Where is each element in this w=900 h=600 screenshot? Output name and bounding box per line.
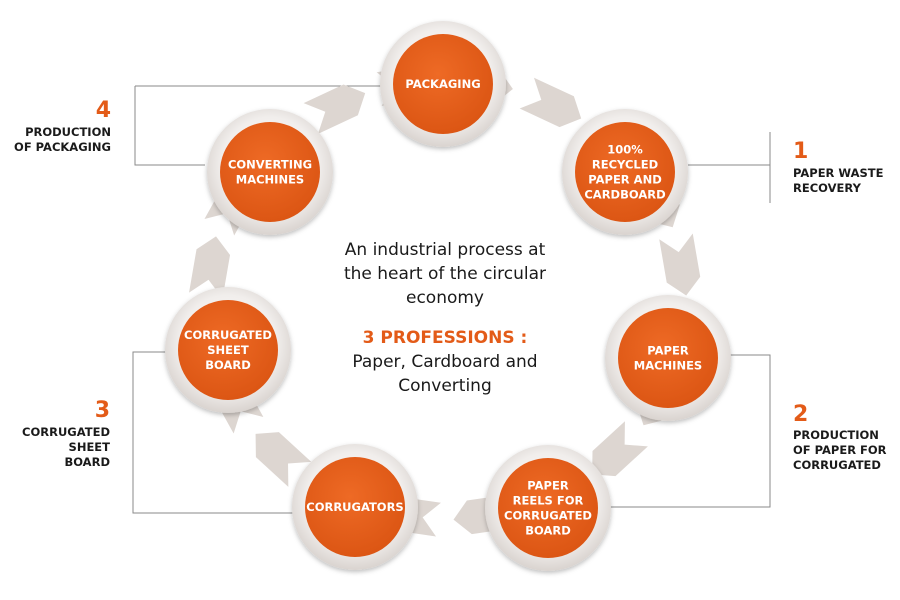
node-label-line: MACHINES	[236, 173, 304, 187]
bracket-2	[608, 354, 771, 508]
node-label-line: CORRUGATED	[504, 509, 592, 523]
center-text-block: An industrial process at the heart of th…	[344, 240, 546, 396]
step-label-line: CORRUGATED	[793, 458, 881, 472]
process-node: CORRUGATORS	[292, 444, 418, 570]
ring-arrow	[255, 432, 312, 487]
professions-line-1: Paper, Cardboard and	[352, 352, 537, 372]
node-circle	[618, 308, 718, 408]
step-label-line: OF PAPER FOR	[793, 443, 887, 457]
node-label-line: SHEET	[207, 343, 249, 357]
step-label-line: RECOVERY	[793, 181, 862, 195]
professions-line-2: Converting	[398, 376, 492, 396]
node-label-line: CORRUGATED	[184, 328, 272, 342]
ring-arrow	[303, 84, 366, 134]
node-label-line: 100%	[607, 143, 643, 157]
step-number: 4	[96, 98, 111, 123]
center-line-3: economy	[406, 288, 484, 308]
bracket-4-lower	[134, 86, 205, 166]
node-label-line: PAPER	[647, 344, 689, 358]
step-label-line: PRODUCTION	[793, 428, 879, 442]
node-label-line: PAPER	[527, 479, 569, 493]
ring-arrow	[519, 77, 582, 128]
node-circle	[178, 300, 278, 400]
bracket-3	[132, 351, 293, 514]
node-label-line: MACHINES	[634, 359, 702, 373]
step-label-line: BOARD	[64, 455, 110, 469]
center-line-2: the heart of the circular	[344, 264, 546, 284]
ring-arrow	[659, 233, 701, 296]
step-number: 2	[793, 402, 808, 427]
node-label-line: PAPER AND	[588, 173, 662, 187]
node-circle	[305, 457, 405, 557]
node-circle	[393, 34, 493, 134]
node-circle	[498, 458, 598, 558]
node-label-line: CARDBOARD	[584, 188, 665, 202]
node-label-line: BOARD	[525, 524, 571, 538]
node-label-line: CONVERTING	[228, 158, 312, 172]
step-label-line: PAPER WASTE	[793, 166, 884, 180]
step-label-line: SHEET	[69, 440, 111, 454]
node-label-line: REELS FOR	[513, 494, 584, 508]
node-circle	[220, 122, 320, 222]
step-number: 3	[95, 398, 110, 423]
process-node: PACKAGING	[380, 21, 506, 147]
professions-title: 3 PROFESSIONS :	[363, 328, 528, 348]
node-label-line: BOARD	[205, 358, 251, 372]
step-label-line: CORRUGATED	[22, 425, 110, 439]
ring-arrow	[592, 421, 648, 477]
node-label-line: RECYCLED	[592, 158, 658, 172]
step-brackets	[132, 85, 771, 514]
ring-arrow	[189, 236, 231, 299]
node-label-line: CORRUGATORS	[306, 500, 403, 514]
step-number: 1	[793, 139, 808, 164]
node-label-line: PACKAGING	[405, 77, 480, 91]
node-circle	[575, 122, 675, 222]
step-label-line: PRODUCTION	[25, 125, 111, 139]
center-line-1: An industrial process at	[345, 240, 546, 260]
step-label-line: OF PACKAGING	[14, 140, 111, 154]
